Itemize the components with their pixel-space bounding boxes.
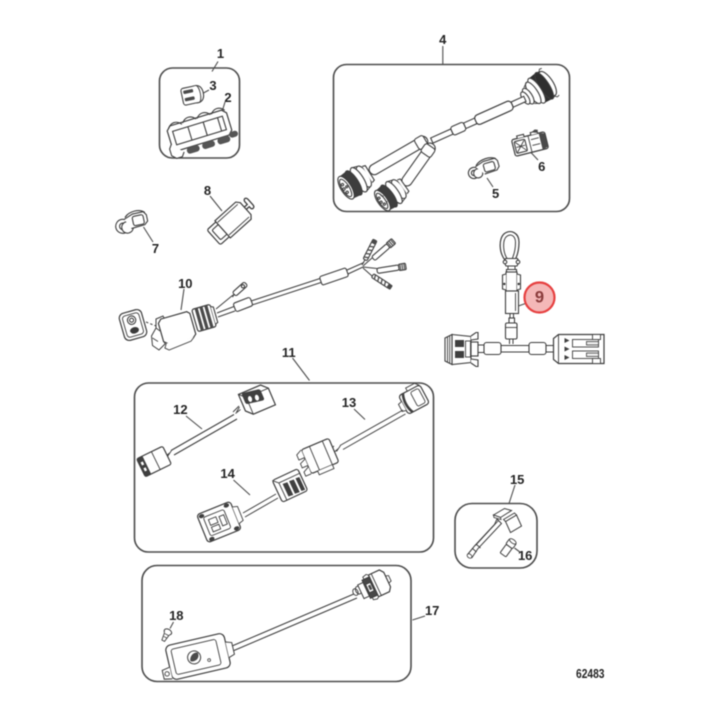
svg-text:12: 12 [173, 402, 187, 417]
svg-text:8: 8 [204, 183, 211, 198]
svg-text:2: 2 [224, 90, 231, 105]
svg-text:3: 3 [209, 78, 216, 93]
svg-text:1: 1 [217, 46, 224, 61]
svg-text:17: 17 [425, 603, 439, 618]
svg-text:13: 13 [342, 395, 356, 410]
svg-text:5: 5 [492, 186, 499, 201]
svg-text:9: 9 [535, 289, 544, 307]
svg-text:7: 7 [152, 241, 159, 256]
svg-text:15: 15 [510, 472, 524, 487]
svg-text:6: 6 [538, 159, 545, 174]
svg-text:4: 4 [439, 32, 447, 47]
svg-text:18: 18 [169, 608, 183, 623]
svg-text:16: 16 [518, 548, 532, 563]
svg-text:14: 14 [220, 466, 235, 481]
svg-text:62483: 62483 [576, 667, 605, 681]
svg-text:11: 11 [282, 345, 296, 360]
svg-text:10: 10 [178, 276, 192, 291]
